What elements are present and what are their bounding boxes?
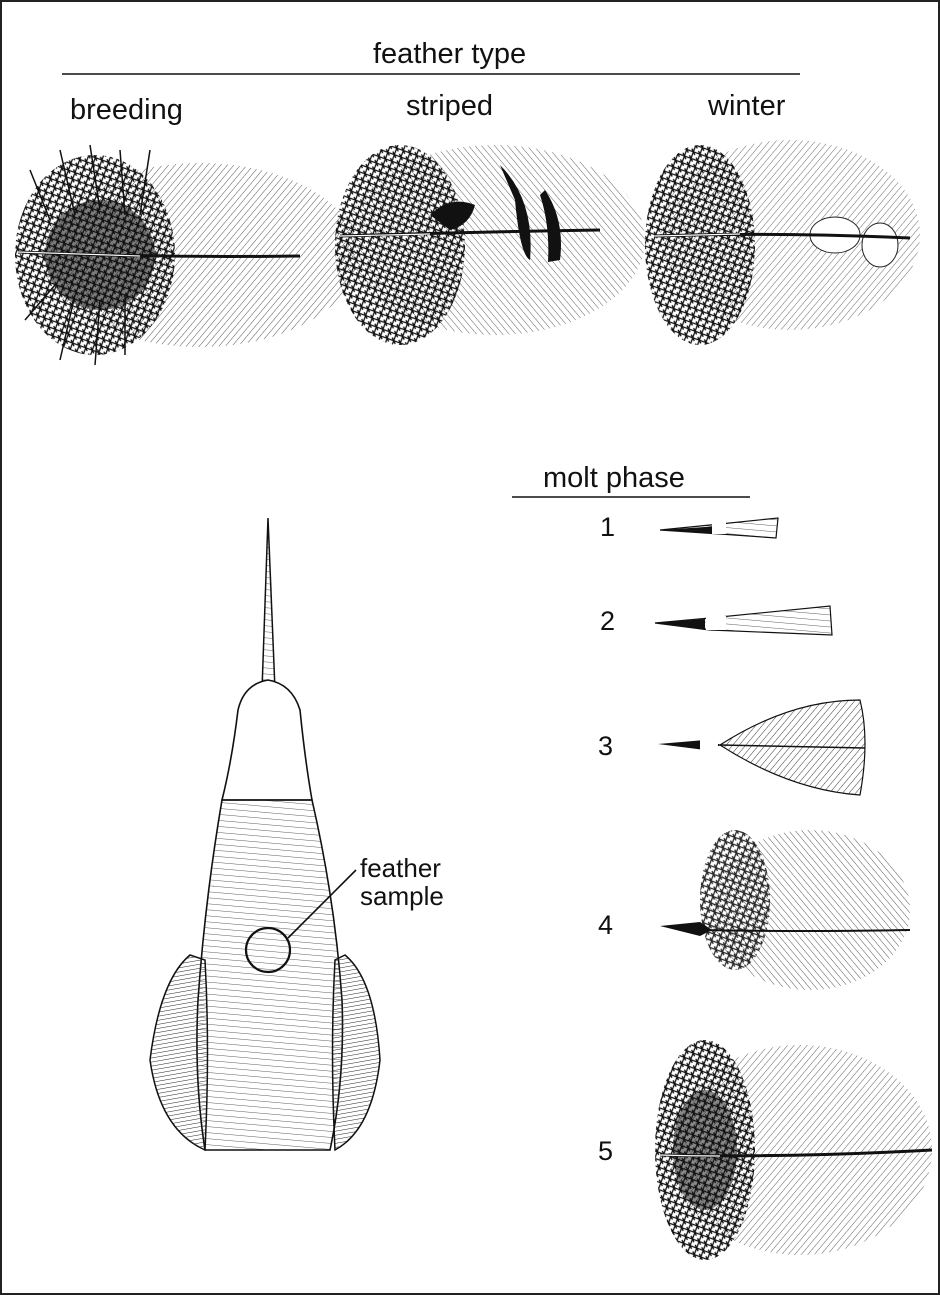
molt-phase-5-illustration [655, 1040, 932, 1260]
molt-phase-title: molt phase [543, 464, 685, 493]
molt-phase-4-illustration [660, 830, 910, 990]
striped-feather-illustration [335, 145, 645, 345]
feather-type-breeding-label: breeding [70, 96, 183, 125]
molt-phase-3-illustration [658, 700, 865, 795]
molt-phase-5-label: 5 [598, 1138, 613, 1165]
molt-phase-4-label: 4 [598, 912, 613, 939]
feather-type-winter-label: winter [708, 92, 785, 121]
molt-phase-2-illustration [655, 606, 832, 635]
winter-feather-illustration [645, 140, 920, 345]
molt-phase-1-label: 1 [600, 514, 615, 541]
feather-type-striped-label: striped [406, 92, 493, 121]
breeding-feather-illustration [15, 145, 358, 365]
molt-phase-2-label: 2 [600, 608, 615, 635]
feather-type-title: feather type [373, 40, 526, 69]
feather-sample-label-line2: sample [360, 883, 444, 910]
molt-phase-3-label: 3 [598, 733, 613, 760]
bird-body-illustration [150, 518, 380, 1150]
feather-sample-label-line1: feather [360, 855, 441, 882]
molt-phase-1-illustration [660, 518, 778, 538]
